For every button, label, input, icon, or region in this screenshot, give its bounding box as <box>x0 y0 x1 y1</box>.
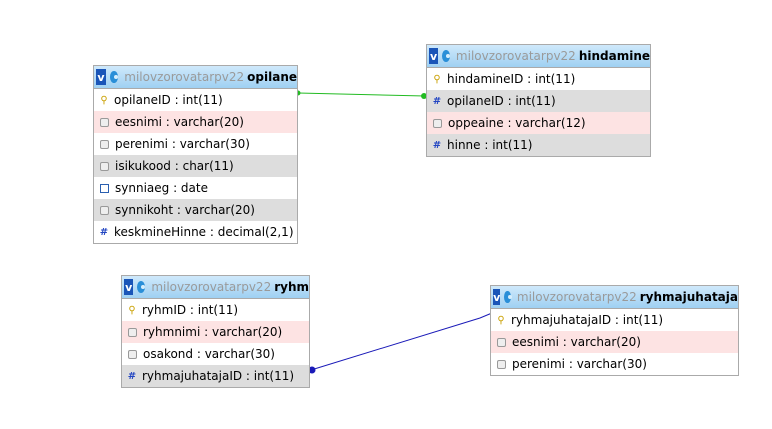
gear-icon[interactable] <box>504 291 514 303</box>
column-row: ryhmnimi : varchar(20) <box>122 321 309 343</box>
column-icon <box>100 139 109 149</box>
table-name: hindamine <box>578 49 650 63</box>
column-label: opilaneID : int(11) <box>114 93 223 107</box>
column-row: perenimi : varchar(30) <box>491 353 738 375</box>
database-name: milovzorovatarpv22 <box>516 290 637 304</box>
table-ryhmajuhataja[interactable]: v milovzorovatarpv22 ryhmajuhataja ⚲ ryhm… <box>490 285 739 376</box>
column-row: ⚲ hindamineID : int(11) <box>427 68 650 90</box>
hash-icon: # <box>127 370 137 382</box>
column-row: ⚲ ryhmajuhatajaID : int(11) <box>491 309 738 331</box>
column-icon <box>433 118 442 128</box>
toggle-button[interactable]: v <box>124 279 134 295</box>
database-name: milovzorovatarpv22 <box>124 70 245 84</box>
column-row: ⚲ ryhmID : int(11) <box>122 299 309 321</box>
table-name: opilane <box>247 70 297 84</box>
column-label: eesnimi : varchar(20) <box>115 115 244 129</box>
database-name: milovzorovatarpv22 <box>455 49 576 63</box>
gear-icon[interactable] <box>137 281 146 293</box>
column-label: synnikoht : varchar(20) <box>115 203 255 217</box>
toggle-button[interactable]: v <box>493 289 501 305</box>
key-icon: ⚲ <box>433 73 441 85</box>
key-icon: ⚲ <box>497 314 505 326</box>
relation-end-marker <box>308 366 316 374</box>
date-icon <box>100 183 109 193</box>
column-icon <box>497 337 506 347</box>
table-header[interactable]: v milovzorovatarpv22 ryhm <box>122 276 309 299</box>
column-label: synniaeg : date <box>115 181 208 195</box>
column-label: ryhmajuhatajaID : int(11) <box>142 369 295 383</box>
table-name: ryhmajuhataja <box>639 290 738 304</box>
column-label: oppeaine : varchar(12) <box>448 116 586 130</box>
relation-ryhm-ryhmajuhataja <box>310 312 493 371</box>
column-label: ryhmnimi : varchar(20) <box>143 325 283 339</box>
key-icon: ⚲ <box>100 94 108 106</box>
column-label: eesnimi : varchar(20) <box>512 335 641 349</box>
column-label: perenimi : varchar(30) <box>115 137 250 151</box>
column-icon <box>128 349 137 359</box>
column-row: perenimi : varchar(30) <box>94 133 297 155</box>
column-label: hinne : int(11) <box>447 138 533 152</box>
column-row: osakond : varchar(30) <box>122 343 309 365</box>
column-label: osakond : varchar(30) <box>143 347 275 361</box>
column-row: eesnimi : varchar(20) <box>491 331 738 353</box>
column-label: perenimi : varchar(30) <box>512 357 647 371</box>
column-row: # hinne : int(11) <box>427 134 650 156</box>
relation-opilane-hindamine <box>297 92 426 97</box>
gear-icon[interactable] <box>109 71 119 83</box>
table-ryhm[interactable]: v milovzorovatarpv22 ryhm ⚲ ryhmID : int(… <box>121 275 310 388</box>
column-label: hindamineID : int(11) <box>447 72 576 86</box>
table-opilane[interactable]: v milovzorovatarpv22 opilane ⚲ opilaneID … <box>93 65 298 244</box>
column-icon <box>100 161 109 171</box>
column-row: synnikoht : varchar(20) <box>94 199 297 221</box>
column-icon <box>100 205 109 215</box>
gear-icon[interactable] <box>442 50 450 62</box>
table-header[interactable]: v milovzorovatarpv22 opilane <box>94 66 297 89</box>
table-header[interactable]: v milovzorovatarpv22 ryhmajuhataja <box>491 286 738 309</box>
hash-icon: # <box>432 139 442 151</box>
column-icon <box>497 359 506 369</box>
column-row: # ryhmajuhatajaID : int(11) <box>122 365 309 387</box>
column-row: eesnimi : varchar(20) <box>94 111 297 133</box>
toggle-button[interactable]: v <box>429 48 439 64</box>
key-icon: ⚲ <box>128 304 136 316</box>
table-name: ryhm <box>274 280 309 294</box>
relation-end-marker <box>421 93 427 99</box>
hash-icon: # <box>99 226 109 238</box>
column-label: ryhmajuhatajaID : int(11) <box>511 313 664 327</box>
column-row: # keskmineHinne : decimal(2,1) <box>94 221 297 243</box>
column-row: synniaeg : date <box>94 177 297 199</box>
column-icon <box>128 327 137 337</box>
column-label: ryhmID : int(11) <box>142 303 239 317</box>
database-name: milovzorovatarpv22 <box>151 280 272 294</box>
column-label: keskmineHinne : decimal(2,1) <box>114 225 294 239</box>
table-hindamine[interactable]: v milovzorovatarpv22 hindamine ⚲ hindamin… <box>426 44 651 157</box>
column-row: oppeaine : varchar(12) <box>427 112 650 134</box>
toggle-button[interactable]: v <box>96 69 106 85</box>
column-label: isikukood : char(11) <box>115 159 234 173</box>
column-row: # opilaneID : int(11) <box>427 90 650 112</box>
table-header[interactable]: v milovzorovatarpv22 hindamine <box>427 45 650 68</box>
column-label: opilaneID : int(11) <box>447 94 556 108</box>
column-row: isikukood : char(11) <box>94 155 297 177</box>
hash-icon: # <box>432 95 442 107</box>
column-icon <box>100 117 109 127</box>
column-row: ⚲ opilaneID : int(11) <box>94 89 297 111</box>
